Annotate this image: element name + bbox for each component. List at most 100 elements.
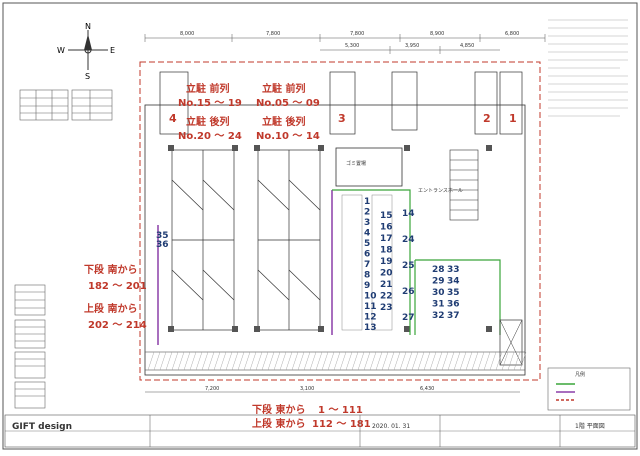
bike-number: 10 bbox=[364, 292, 377, 302]
label-rear-left-title: 立駐 後列 bbox=[186, 115, 229, 128]
dim-top-3: 7,800 bbox=[350, 31, 364, 37]
bike-number: 16 bbox=[380, 223, 393, 233]
hatch-line bbox=[201, 351, 209, 371]
hatch-line bbox=[279, 351, 287, 371]
hatch-line bbox=[477, 351, 485, 371]
elevator-cross-2 bbox=[499, 319, 523, 366]
bike-number: 33 bbox=[447, 265, 460, 275]
hatch-line bbox=[369, 351, 377, 371]
sheet-title: 1階 平面図 bbox=[575, 422, 605, 430]
hatch-line bbox=[339, 351, 347, 371]
bike-number: 32 bbox=[432, 311, 445, 321]
dim-top-4: 8,900 bbox=[430, 31, 444, 37]
hatch-line bbox=[177, 351, 185, 371]
hatch-line bbox=[519, 351, 527, 371]
hatch-line bbox=[357, 351, 365, 371]
hatch-line bbox=[423, 351, 431, 371]
dim-top-2: 7,800 bbox=[266, 31, 280, 37]
bike-number: 1 bbox=[364, 197, 370, 207]
bike-wall-35: 35 bbox=[156, 231, 169, 241]
hatch-line bbox=[273, 351, 281, 371]
bay-number-4: 4 bbox=[169, 112, 177, 125]
dim-top-1: 8,000 bbox=[180, 31, 194, 37]
hatch-line bbox=[309, 351, 317, 371]
bike-number: 31 bbox=[432, 300, 445, 310]
hatch-line bbox=[225, 351, 233, 371]
label-rear-right-range: No.10 ～ 14 bbox=[256, 131, 320, 142]
bike-number: 2 bbox=[364, 208, 370, 218]
hatch-line bbox=[165, 351, 173, 371]
bike-number: 5 bbox=[364, 239, 370, 249]
bike-number: 19 bbox=[380, 257, 393, 267]
compass-e: E bbox=[110, 46, 115, 55]
bike-number: 35 bbox=[447, 288, 460, 298]
hatch-line bbox=[255, 351, 263, 371]
mech-parking-left bbox=[171, 149, 235, 331]
legend-title: 凡例 bbox=[575, 371, 585, 378]
bike-number: 37 bbox=[447, 311, 460, 321]
drawing-date: 2020. 01. 31 bbox=[372, 423, 410, 430]
label-lower-east-range: 1 ～ 111 bbox=[318, 405, 363, 416]
label-lower-south: 下段 南から bbox=[84, 263, 137, 276]
bay-number-3: 3 bbox=[338, 112, 346, 125]
bike-number: 22 bbox=[380, 292, 393, 302]
hatch-line bbox=[219, 351, 227, 371]
bike-number: 15 bbox=[380, 211, 393, 221]
hatch-line bbox=[375, 351, 383, 371]
bike-number: 4 bbox=[364, 229, 370, 239]
bike-number: 25 bbox=[402, 261, 415, 271]
hatch-line bbox=[261, 351, 269, 371]
hatch-line bbox=[393, 351, 401, 371]
hatch-line bbox=[183, 351, 191, 371]
hatch-line bbox=[405, 351, 413, 371]
elevator-block bbox=[499, 319, 523, 366]
bike-number: 9 bbox=[364, 281, 370, 291]
hatch-line bbox=[411, 351, 419, 371]
compass-icon: N S E W bbox=[57, 22, 115, 81]
bike-number: 6 bbox=[364, 250, 370, 260]
building-outline bbox=[144, 104, 526, 376]
hatch-line bbox=[345, 351, 353, 371]
stair-block bbox=[449, 149, 479, 221]
sheet-border bbox=[2, 2, 638, 450]
label-lower-east: 下段 東から bbox=[252, 403, 305, 416]
bike-area-green bbox=[332, 189, 501, 335]
hatch-line bbox=[513, 351, 521, 371]
hatch-line bbox=[387, 351, 395, 371]
hatch-line bbox=[327, 351, 335, 371]
dim-top2-2: 3,950 bbox=[405, 43, 419, 49]
bike-number: 29 bbox=[432, 277, 445, 287]
hatch-line bbox=[171, 351, 179, 371]
label-upper-east-range: 112 ～ 181 bbox=[312, 419, 371, 430]
hatch-line bbox=[297, 351, 305, 371]
hatch-line bbox=[321, 351, 329, 371]
hatch-line bbox=[159, 351, 167, 371]
bike-number: 3 bbox=[364, 218, 370, 228]
bike-number: 18 bbox=[380, 246, 393, 256]
label-front-right-range: No.05 ～ 09 bbox=[256, 98, 320, 109]
hatch-line bbox=[231, 351, 239, 371]
bike-number: 34 bbox=[447, 277, 460, 287]
dimension-lines-top bbox=[144, 34, 546, 54]
garbage-room-label: ゴミ置場 bbox=[346, 160, 366, 167]
hatch-line bbox=[483, 351, 491, 371]
bike-number: 12 bbox=[364, 313, 377, 323]
hatch-line bbox=[351, 351, 359, 371]
hatch-line bbox=[243, 351, 251, 371]
hatch-line bbox=[249, 351, 257, 371]
bike-number: 7 bbox=[364, 260, 370, 270]
bike-number: 36 bbox=[447, 300, 460, 310]
hatch-line bbox=[195, 351, 203, 371]
bay-number-1: 1 bbox=[509, 112, 517, 125]
dim-top2-1: 5,300 bbox=[345, 43, 359, 49]
bike-racks bbox=[341, 194, 393, 331]
compass-s: S bbox=[85, 72, 90, 81]
dim-top-5: 6,800 bbox=[505, 31, 519, 37]
label-upper-east: 上段 東から bbox=[252, 417, 305, 430]
hatch-line bbox=[459, 351, 467, 371]
label-rear-right-title: 立駐 後列 bbox=[262, 115, 305, 128]
bay-divisions bbox=[159, 71, 523, 135]
